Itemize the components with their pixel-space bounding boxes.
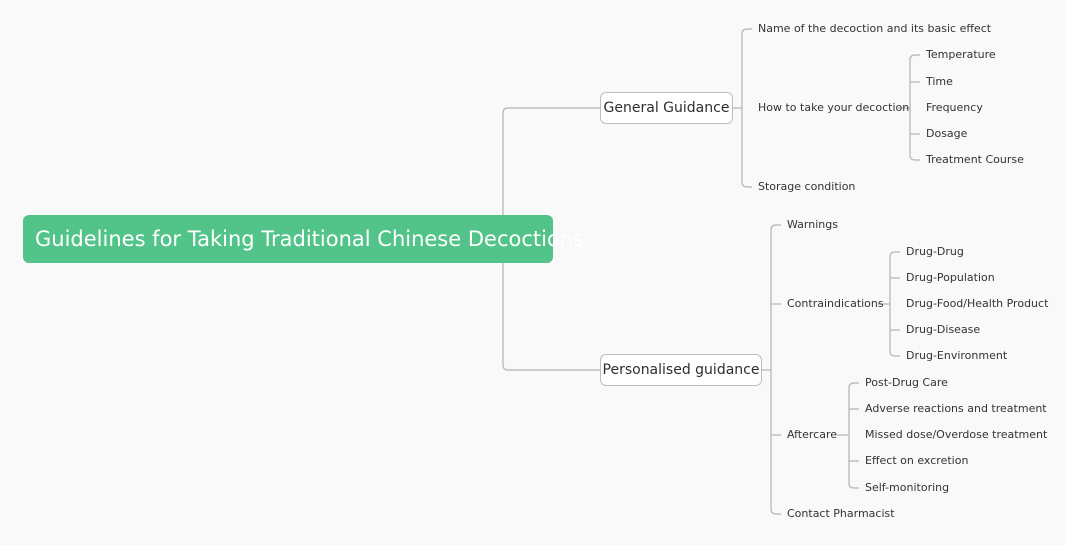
connector-root-general [502, 107, 600, 215]
node-treatment-course[interactable]: Treatment Course [926, 153, 1024, 166]
node-decoction-name-effect[interactable]: Name of the decoction and its basic effe… [758, 22, 992, 35]
connector-aftercare-bracket [848, 382, 859, 489]
node-dosage[interactable]: Dosage [926, 127, 968, 140]
branch-personalised-guidance[interactable]: Personalised guidance [600, 354, 762, 386]
node-aftercare[interactable]: Aftercare [787, 428, 838, 441]
node-frequency[interactable]: Frequency [926, 101, 983, 114]
branch-personalised-label: Personalised guidance [602, 362, 760, 378]
node-drug-population[interactable]: Drug-Population [906, 271, 995, 284]
node-temperature[interactable]: Temperature [926, 48, 996, 61]
connector-general-bracket [741, 28, 752, 188]
node-missed-dose-overdose[interactable]: Missed dose/Overdose treatment [865, 428, 1048, 441]
node-self-monitoring[interactable]: Self-monitoring [865, 481, 950, 494]
branch-general-guidance[interactable]: General Guidance [600, 92, 733, 124]
node-time[interactable]: Time [926, 75, 953, 88]
node-drug-environment[interactable]: Drug-Environment [906, 349, 1008, 362]
connector-howto-bracket [909, 54, 920, 161]
node-effect-on-excretion[interactable]: Effect on excretion [865, 454, 969, 467]
node-contact-pharmacist[interactable]: Contact Pharmacist [787, 507, 895, 520]
branch-general-label: General Guidance [603, 100, 730, 116]
root-topic[interactable]: Guidelines for Taking Traditional Chines… [23, 215, 584, 263]
node-drug-disease[interactable]: Drug-Disease [906, 323, 981, 336]
connector-contra-bracket [889, 251, 900, 357]
node-drug-food-health-product[interactable]: Drug-Food/Health Product [906, 297, 1049, 310]
node-post-drug-care[interactable]: Post-Drug Care [865, 376, 948, 389]
node-storage-condition[interactable]: Storage condition [758, 180, 856, 193]
node-adverse-reactions[interactable]: Adverse reactions and treatment [865, 402, 1047, 415]
node-how-to-take[interactable]: How to take your decoction [758, 101, 910, 114]
root-topic-label: Guidelines for Taking Traditional Chines… [35, 227, 585, 251]
node-warnings[interactable]: Warnings [787, 218, 838, 231]
node-drug-drug[interactable]: Drug-Drug [906, 245, 964, 258]
connector-root-personalised [502, 263, 600, 371]
node-contraindications[interactable]: Contraindications [787, 297, 884, 310]
connector-personalised-bracket [770, 224, 781, 515]
